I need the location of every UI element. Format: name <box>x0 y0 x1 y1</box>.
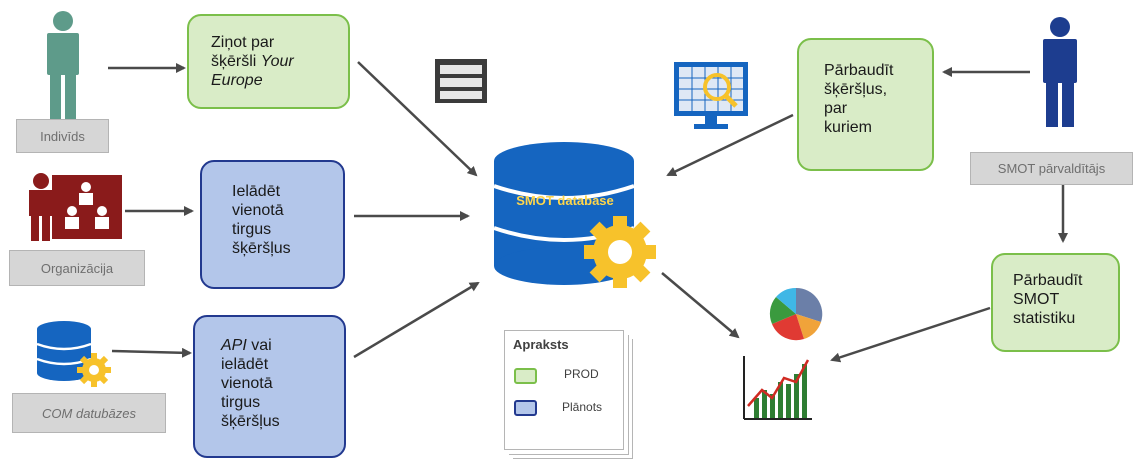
legend: Apraksts PROD Plānots <box>504 330 624 450</box>
arrow-api-to-db <box>353 281 480 359</box>
legend-title: Apraksts <box>513 337 569 352</box>
admin-person-icon <box>1043 17 1077 127</box>
com-database-icon <box>36 321 111 387</box>
individual-label: Indivīds <box>16 119 109 153</box>
legend-planned-label: Plānots <box>562 400 603 414</box>
check-statistics-box: Pārbaudīt SMOT statistiku <box>991 253 1120 352</box>
statistics-chart-icon <box>743 287 823 420</box>
api-upload-box: API vai ielādēt vienotā tirgus šķēršļus <box>193 315 346 458</box>
verify-obstacles-box: Pārbaudīt šķēršļus, par kuriem <box>797 38 934 171</box>
arrow-report-to-db <box>357 61 478 177</box>
legend-prod-swatch <box>514 368 537 384</box>
upload-obstacles-text: Ielādēt vienotā tirgus šķēršļus <box>232 183 291 257</box>
arrow-comdb-to-api <box>111 347 192 358</box>
individual-person-icon <box>47 11 79 119</box>
report-obstacle-text: Ziņot par šķēršli Your Europe <box>211 34 294 89</box>
arrow-verify-to-db <box>666 113 794 177</box>
verify-obstacles-text: Pārbaudīt šķēršļus, par kuriem <box>824 62 894 136</box>
smot-database-icon <box>493 142 656 288</box>
arrow-stats-to-chart <box>830 306 991 363</box>
arrow-db-to-chart <box>661 272 740 339</box>
upload-obstacles-box: Ielādēt vienotā tirgus šķēršļus <box>200 160 345 289</box>
admin-label: SMOT pārvaldītājs <box>970 152 1133 185</box>
form-icon <box>435 59 487 103</box>
api-upload-text: API vai ielādēt vienotā tirgus šķēršļus <box>221 337 280 430</box>
com-databases-label: COM datubāzes <box>12 393 166 433</box>
legend-prod-label: PROD <box>564 367 599 381</box>
legend-planned-swatch <box>514 400 537 416</box>
organization-label: Organizācija <box>9 250 145 286</box>
smot-database-label: SMOT database <box>516 193 614 208</box>
check-statistics-text: Pārbaudīt SMOT statistiku <box>1013 272 1083 327</box>
monitor-magnifier-icon <box>674 62 748 129</box>
report-obstacle-box: Ziņot par šķēršli Your Europe <box>187 14 350 109</box>
organization-people-icon <box>28 171 122 241</box>
